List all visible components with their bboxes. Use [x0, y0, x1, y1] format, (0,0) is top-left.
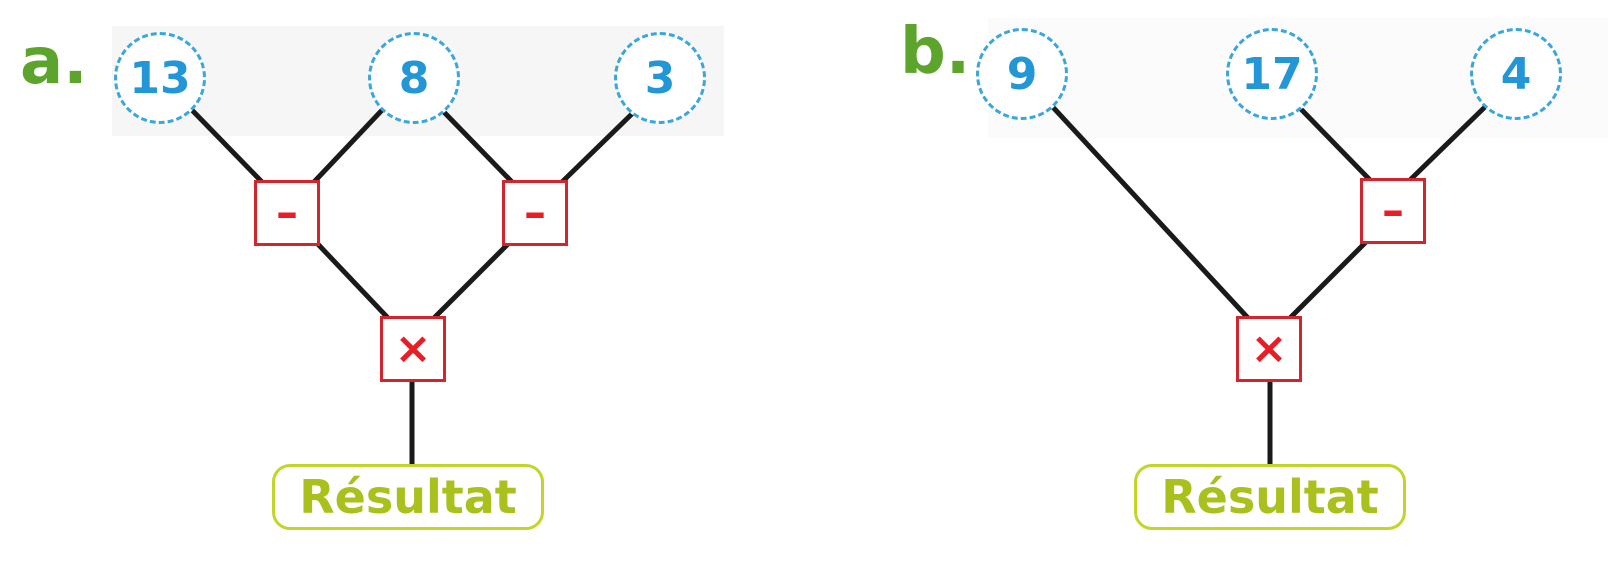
diagram-b-label: b. [900, 15, 971, 89]
wire-a-13-to-minus1 [187, 105, 265, 185]
result-box-b: Résultat [1134, 464, 1406, 530]
wire-b-4-to-minus [1407, 101, 1491, 183]
diagram-a-wires [187, 105, 641, 471]
diagram-b: b. 9 17 4 – × Résultat [880, 0, 1608, 584]
wire-b-17-to-minus [1293, 101, 1373, 183]
input-circle-b-3: 4 [1470, 28, 1562, 120]
input-circle-b-2: 17 [1226, 28, 1318, 120]
input-circle-a-1: 13 [114, 32, 206, 124]
diagram-a: a. 13 8 3 – – × Résultat [0, 0, 760, 584]
wire-a-8-to-minus2 [437, 105, 515, 185]
diagram-b-wires [1047, 101, 1491, 471]
wire-b-minus-to-times [1287, 235, 1373, 321]
wire-a-3-to-minus2 [559, 105, 641, 185]
operator-minus-b: – [1360, 178, 1426, 244]
wire-a-minus1-to-times [311, 237, 391, 321]
result-box-a: Résultat [272, 464, 544, 530]
wire-b-9-to-times [1047, 101, 1251, 321]
operator-times-b: × [1236, 316, 1302, 382]
wire-a-8-to-minus1 [311, 105, 387, 185]
diagram-a-label: a. [20, 25, 88, 99]
input-circle-a-3: 3 [614, 32, 706, 124]
input-circle-b-1: 9 [976, 28, 1068, 120]
input-circle-a-2: 8 [368, 32, 460, 124]
wire-a-minus2-to-times [431, 237, 515, 321]
operator-minus-a-2: – [502, 180, 568, 246]
operator-times-a: × [380, 316, 446, 382]
operator-minus-a-1: – [254, 180, 320, 246]
